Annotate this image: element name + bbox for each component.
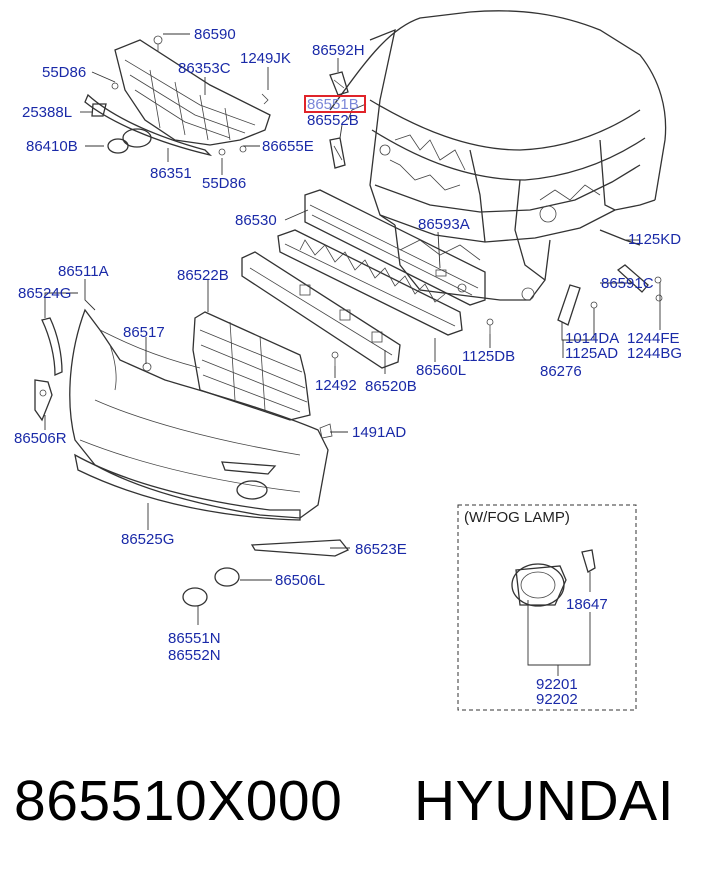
label-86560l: 86560L xyxy=(416,362,466,379)
bumper-back-beam xyxy=(304,189,486,306)
radiator-grille xyxy=(84,35,271,157)
label-1125kd: 1125KD xyxy=(628,231,681,248)
fasteners xyxy=(319,318,494,439)
right-side-brackets xyxy=(557,264,663,326)
label-86530: 86530 xyxy=(235,212,277,229)
label-1244fe: 1244FE xyxy=(627,330,680,347)
label-92202: 92202 xyxy=(536,691,578,708)
label-18647: 18647 xyxy=(566,596,608,613)
label-1125ad: 1125AD xyxy=(565,345,618,362)
lower-grille xyxy=(192,311,311,421)
label-55d86-upper: 55D86 xyxy=(42,64,86,81)
label-86520b: 86520B xyxy=(365,378,417,395)
label-1249jk: 1249JK xyxy=(240,50,291,67)
label-86551n: 86551N xyxy=(168,630,221,647)
front-bumper-cover xyxy=(69,308,329,519)
side-pieces-left xyxy=(34,317,63,422)
part-number: 865510X000 xyxy=(14,769,343,833)
radiator-support-frame xyxy=(329,10,667,301)
lower-lip-spoiler xyxy=(74,453,301,521)
label-12492: 12492 xyxy=(315,377,357,394)
label-92201: 92201 xyxy=(536,676,578,693)
label-55d86-lower: 55D86 xyxy=(202,175,246,192)
garnish-and-caps xyxy=(182,539,350,607)
label-86410b: 86410B xyxy=(26,138,78,155)
brand-name: HYUNDAI xyxy=(414,769,675,833)
label-1125db: 1125DB xyxy=(462,348,515,365)
label-86592h: 86592H xyxy=(312,42,365,59)
parts-diagram: 86590 55D86 86353C 1249JK 86592H 86551B … xyxy=(14,10,682,711)
bumper-lower-bracket xyxy=(241,251,401,369)
label-1244bg: 1244BG xyxy=(627,345,682,362)
fog-lamp-title: (W/FOG LAMP) xyxy=(464,509,570,526)
label-86552n: 86552N xyxy=(168,647,221,664)
energy-absorber xyxy=(277,229,463,336)
label-86522b: 86522B xyxy=(177,267,229,284)
label-86590: 86590 xyxy=(194,26,236,43)
label-86551b[interactable]: 86551B xyxy=(307,96,359,113)
label-86506r: 86506R xyxy=(14,430,67,447)
label-86511a: 86511A xyxy=(58,263,109,280)
leader-lines xyxy=(44,33,661,676)
label-86591c: 86591C xyxy=(601,275,654,292)
bracket-86551b-shape xyxy=(329,71,349,169)
part-labels: 86590 55D86 86353C 1249JK 86592H 86551B … xyxy=(14,26,682,708)
label-86351: 86351 xyxy=(150,165,192,182)
label-86525g: 86525G xyxy=(121,531,174,548)
highlight-box xyxy=(304,95,366,113)
label-86353c: 86353C xyxy=(178,60,231,77)
label-1014da: 1014DA xyxy=(565,330,619,347)
label-86517: 86517 xyxy=(123,324,165,341)
label-86655e: 86655E xyxy=(262,138,314,155)
label-86524g: 86524G xyxy=(18,285,71,302)
fog-lamp-box xyxy=(457,504,637,711)
label-1491ad: 1491AD xyxy=(352,424,406,441)
label-86593a: 86593A xyxy=(418,216,470,233)
label-86506l: 86506L xyxy=(275,572,325,589)
label-86276: 86276 xyxy=(540,363,582,380)
label-86552b: 86552B xyxy=(307,112,359,129)
label-25388l: 25388L xyxy=(22,104,72,121)
label-86523e: 86523E xyxy=(355,541,407,558)
